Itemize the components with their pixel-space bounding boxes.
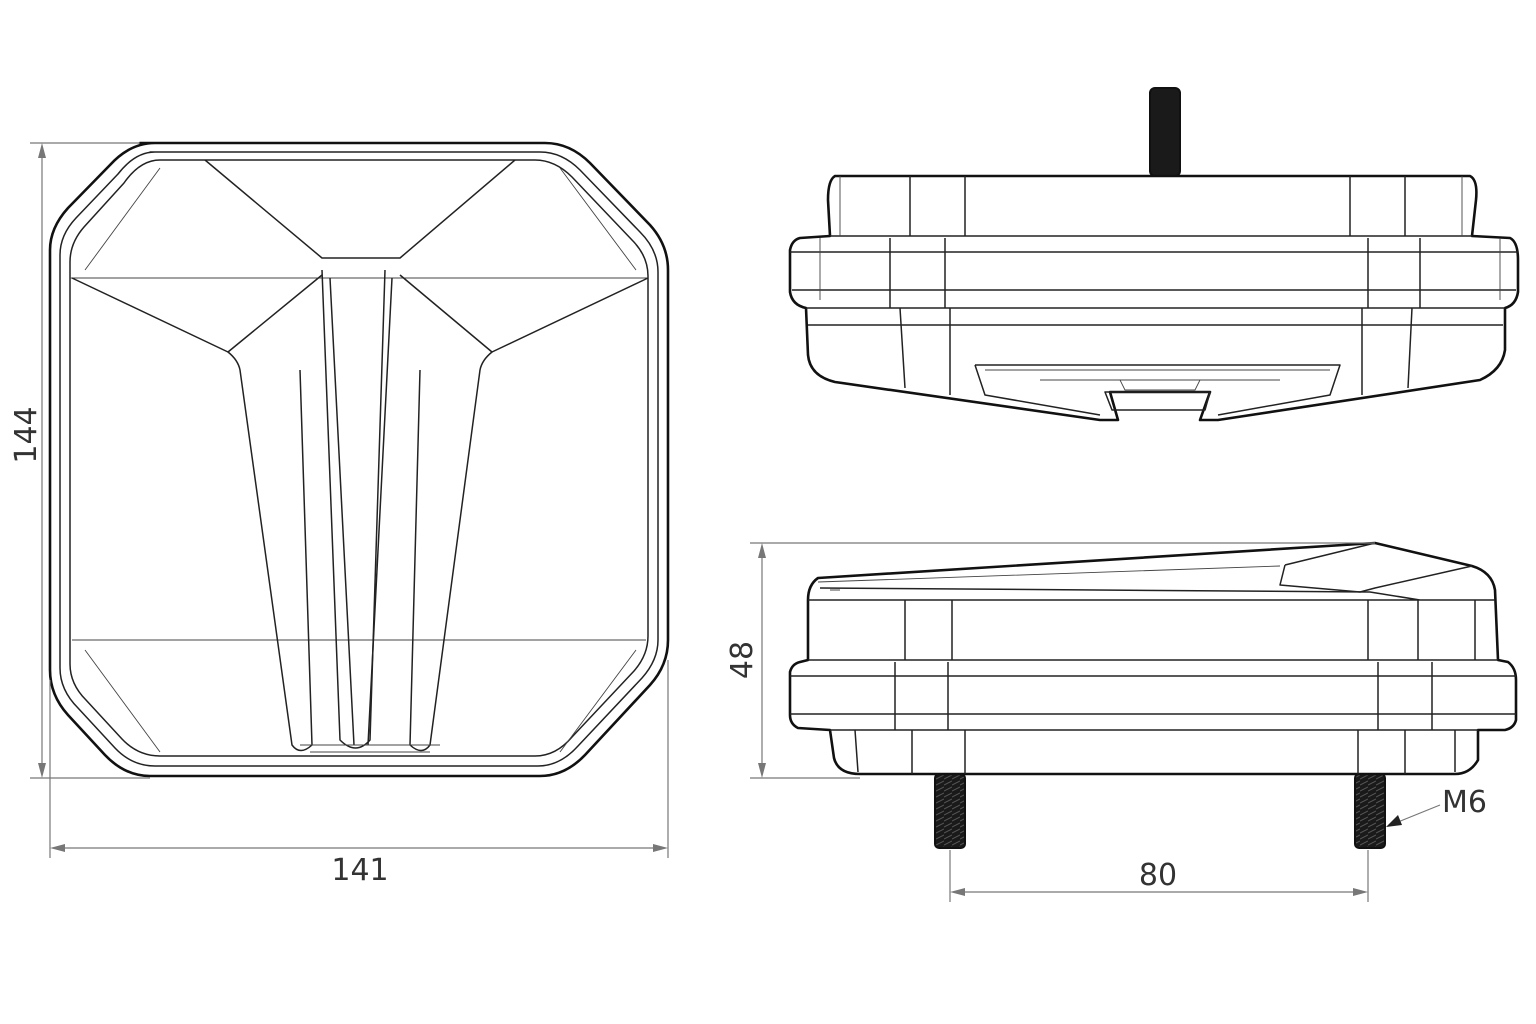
thread-label: M6: [1442, 785, 1487, 820]
front-view: [48, 141, 670, 778]
dimension-width: 141: [49, 660, 669, 888]
dimension-bolt-spacing: 80: [949, 850, 1369, 902]
top-bolt: [1149, 87, 1181, 177]
dimension-depth: 48: [725, 542, 1375, 779]
bolt-right: [1354, 773, 1386, 849]
width-label: 141: [331, 853, 388, 888]
side-view: [788, 541, 1518, 849]
top-view: [788, 87, 1520, 422]
dimension-height: 144: [9, 142, 150, 779]
thread-callout: M6: [1386, 785, 1487, 827]
bolt-spacing-label: 80: [1139, 858, 1177, 893]
depth-label: 48: [725, 641, 760, 679]
height-label: 144: [9, 406, 44, 463]
bolt-left: [934, 773, 966, 849]
